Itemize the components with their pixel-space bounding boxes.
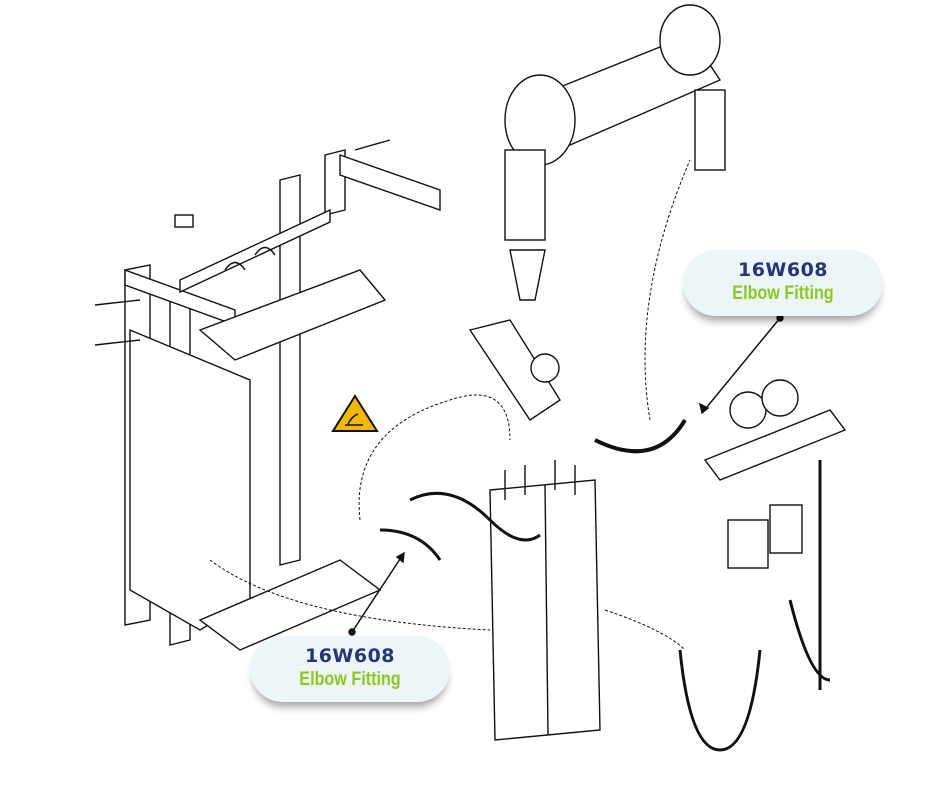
hoses [209,159,831,752]
pump-assembly [468,4,726,421]
manifold-block [489,460,601,741]
hot-surface-warning-icon [331,394,379,432]
stand-frame [94,139,441,651]
gauge-manifold [703,379,847,569]
leader-line-top [698,314,784,415]
part-number: 16W608 [304,645,396,667]
callout-elbow-fitting-top: 16W608 Elbow Fitting [683,250,883,316]
part-description: Elbow Fitting [732,283,834,304]
callout-elbow-fitting-bottom: 16W608 Elbow Fitting [250,636,450,702]
leader-line-bottom [348,551,405,636]
part-description: Elbow Fitting [299,669,401,690]
part-number: 16W608 [737,259,829,281]
